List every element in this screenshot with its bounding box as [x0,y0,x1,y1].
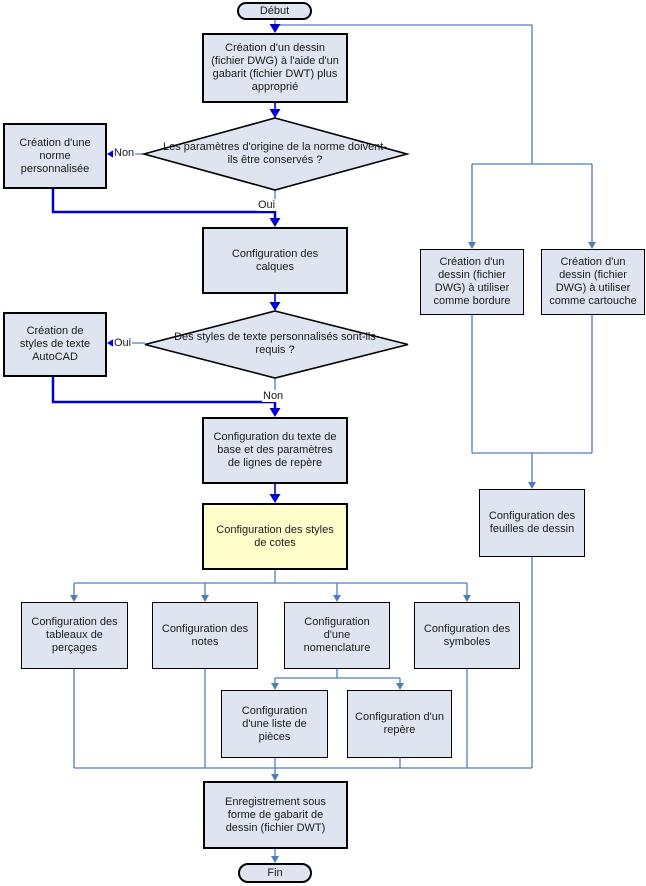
edge-label-oui-styles: Oui [113,337,133,349]
node-configuration-notes: Configuration des notes [152,602,258,669]
edge-label-non-styles: Non [262,390,285,402]
node-configuration-calques: Configuration des calques [202,227,348,294]
end-terminator: Fin [238,863,312,883]
edge-label-oui-norme: Oui [257,199,277,211]
node-creation-dessin-gabarit: Création d'un dessin (fichier DWG) à l'a… [202,33,348,103]
node-configuration-repere: Configuration d'un repère [347,690,452,758]
node-label: Configuration des calques [231,247,319,273]
node-creation-bordure: Création d'un dessin (fichier DWG) à uti… [420,249,524,315]
node-configuration-feuilles: Configuration des feuilles de dessin [479,489,585,557]
node-configuration-texte-base: Configuration du texte de base et des pa… [202,417,348,484]
decision-styles-texte-shape [144,310,409,379]
node-creation-norme: Création d'une norme personnalisée [3,123,107,189]
node-configuration-tableaux-percages: Configuration des tableaux de perçages [21,602,128,669]
decision-styles-texte-label: Des styles de texte personnalisés sont-i… [174,331,376,356]
node-configuration-symboles: Configuration des symboles [414,602,520,669]
decision-norme-shape [140,117,411,191]
start-terminator: Début [237,2,312,20]
decision-norme-label: Les paramètres d'origine de la norme doi… [162,141,388,166]
node-creation-cartouche: Création d'un dessin (fichier DWG) à uti… [541,249,645,315]
node-configuration-styles-cotes: Configuration des styles de cotes [202,503,348,570]
node-enregistrement-gabarit: Enregistrement sous forme de gabarit de … [203,781,348,849]
node-configuration-liste-pieces: Configuration d'une liste de pièces [221,690,328,758]
node-configuration-nomenclature: Configuration d'une nomenclature [284,602,390,669]
edge-label-non-norme: Non [113,147,136,159]
node-creation-styles-texte: Création de styles de texte AutoCAD [3,312,107,377]
